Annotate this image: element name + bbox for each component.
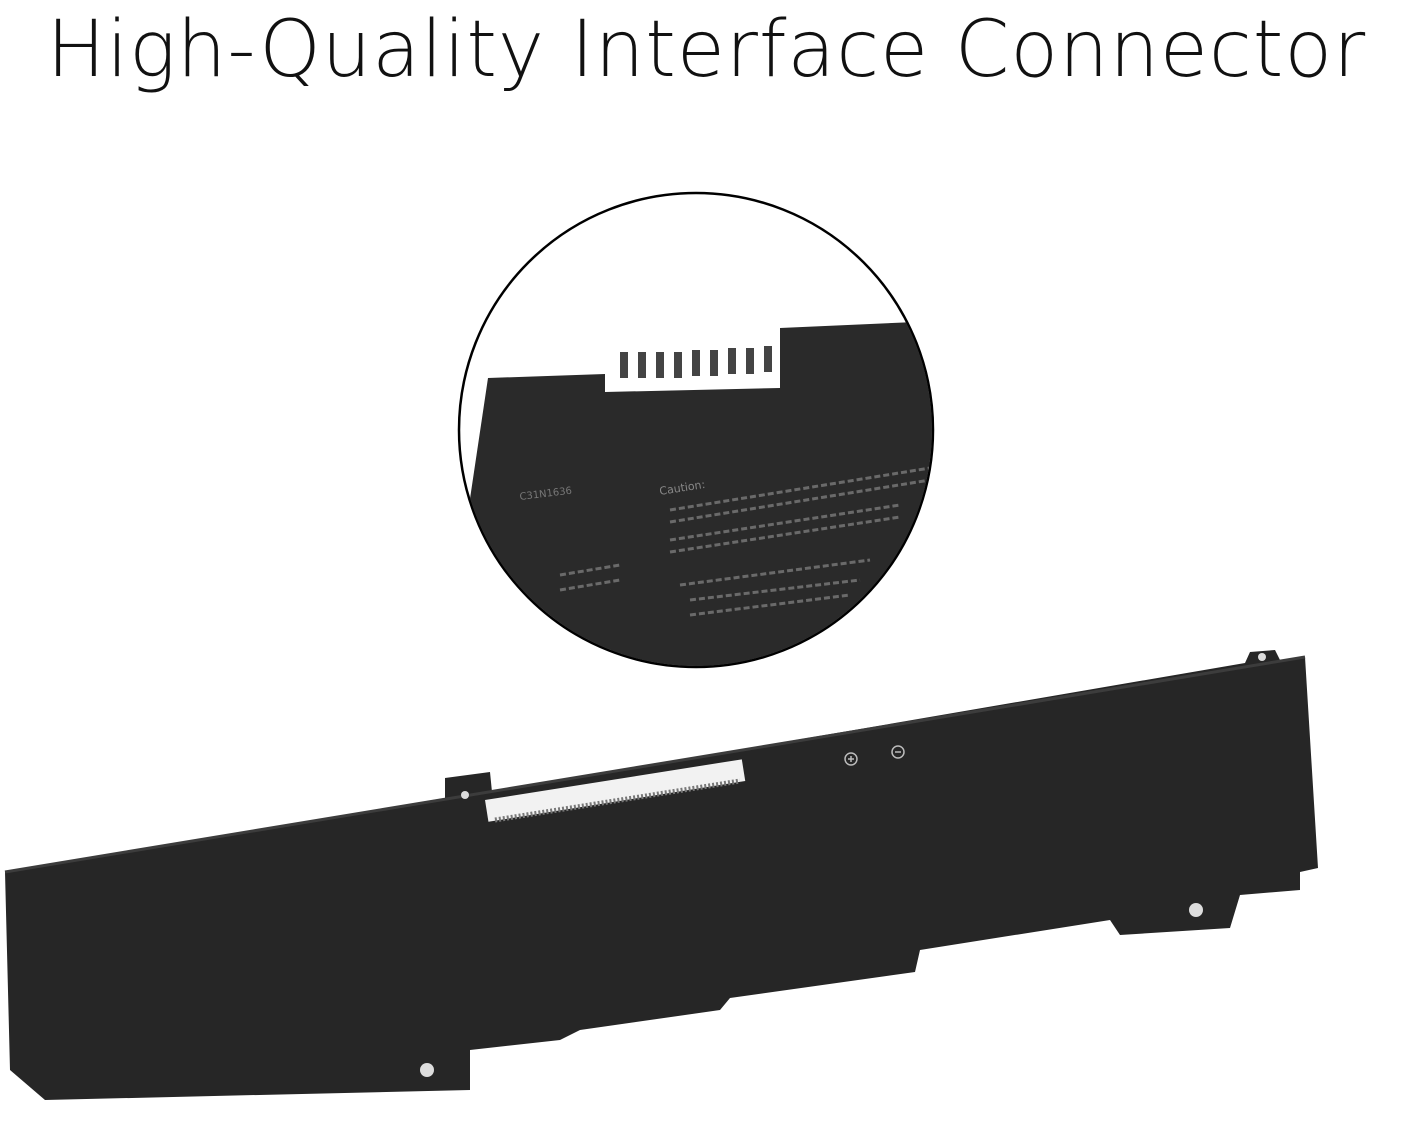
plus-terminal-icon xyxy=(844,752,858,766)
barcode-label xyxy=(485,759,746,822)
battery-body xyxy=(4,650,1318,1100)
terminal-markers xyxy=(844,745,905,766)
minus-terminal-icon xyxy=(891,745,905,759)
page-title: High-Quality Interface Connector xyxy=(46,5,1367,95)
connector-zoom-inset: C31N1636 Caution: xyxy=(457,191,935,669)
barcode xyxy=(494,778,741,823)
mounting-holes xyxy=(420,653,1266,1077)
connector-pins xyxy=(620,346,772,378)
label-text-lines xyxy=(559,466,931,617)
